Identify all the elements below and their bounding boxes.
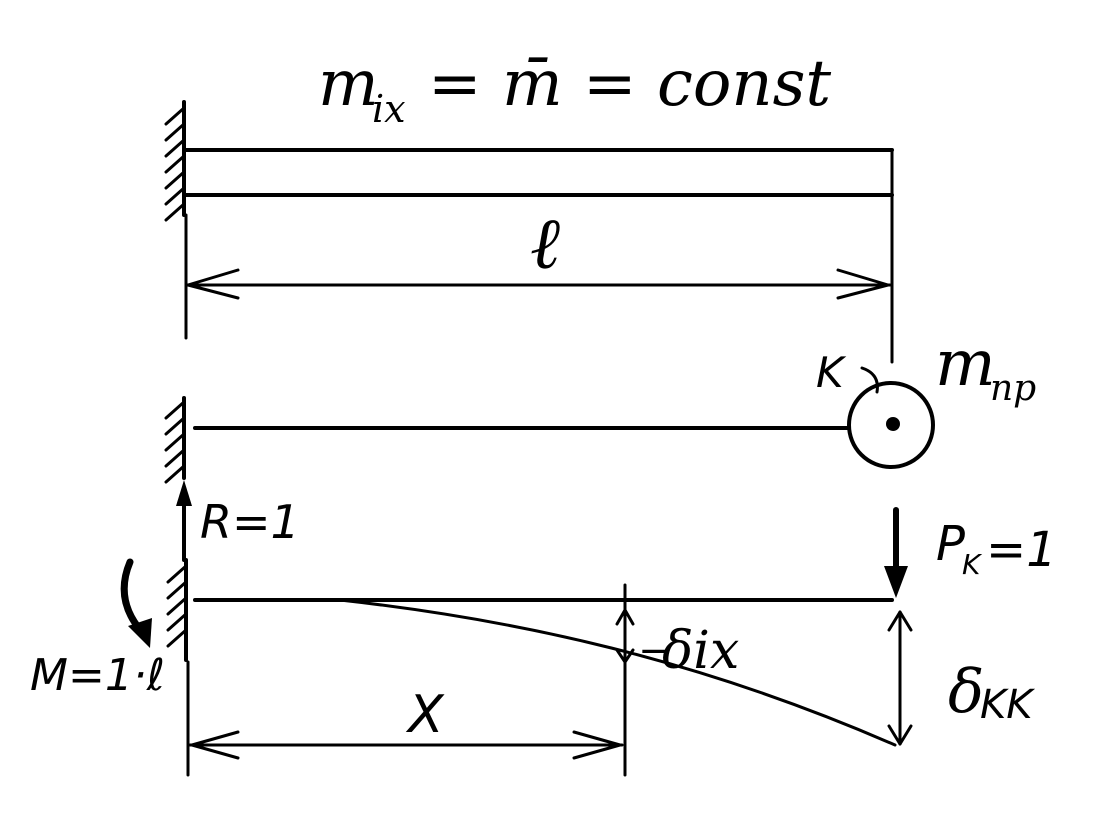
point-k-leader [860,366,879,394]
unit-force-head [884,566,908,598]
title-rhs: = m̄ = const [428,47,831,121]
delta-ix-label: δix [662,621,739,681]
unit-load-scheme: R=1 M=1·ℓ P K =1 δ KK − [30,480,1057,777]
top-beam-scheme: ℓ [164,100,894,364]
x-coordinate-label: X [405,685,445,745]
x-dim-arrow-right [572,730,622,760]
title-formula: m ix = m̄ = const [318,47,831,131]
span-label: ℓ [530,201,560,285]
span-arrow-left [186,268,240,300]
moment-label: M=1·ℓ [30,650,165,701]
title-lhs-subscript: ix [372,87,406,131]
bottom-wall-hatch [166,564,188,648]
unit-force-value: =1 [986,522,1057,578]
moment-arrow-head [128,618,152,648]
unit-force-subscript: K [962,548,983,581]
delta-kk-arrow-bottom [887,724,913,746]
delta-ix-sign: − [638,628,672,674]
span-arrow-right [836,268,890,300]
mid-wall-hatch [164,400,186,484]
reaction-label: R=1 [200,495,300,549]
unit-force-label: P [936,516,965,572]
mass-scheme: K m пр [164,327,1036,484]
delta-kk-arrow-top [887,610,913,632]
x-dim-arrow-left [190,730,240,760]
reaction-arrow-head [176,480,192,506]
delta-kk-subscript: KK [980,682,1035,728]
delta-ix-arrow-bottom [615,648,635,664]
delta-ix-arrow-top [615,608,635,626]
deflection-curve [338,598,897,747]
delta-kk-symbol: δ [948,657,984,727]
reduced-mass-dot [886,417,900,431]
title-lhs: m [318,47,379,121]
moment-arc [120,558,146,636]
reduced-mass-subscript: пр [990,368,1036,409]
top-wall-hatch [164,106,186,222]
point-k-label: K [816,348,847,397]
reduced-mass-circle [847,381,935,469]
reduced-mass-label: m [935,327,996,401]
